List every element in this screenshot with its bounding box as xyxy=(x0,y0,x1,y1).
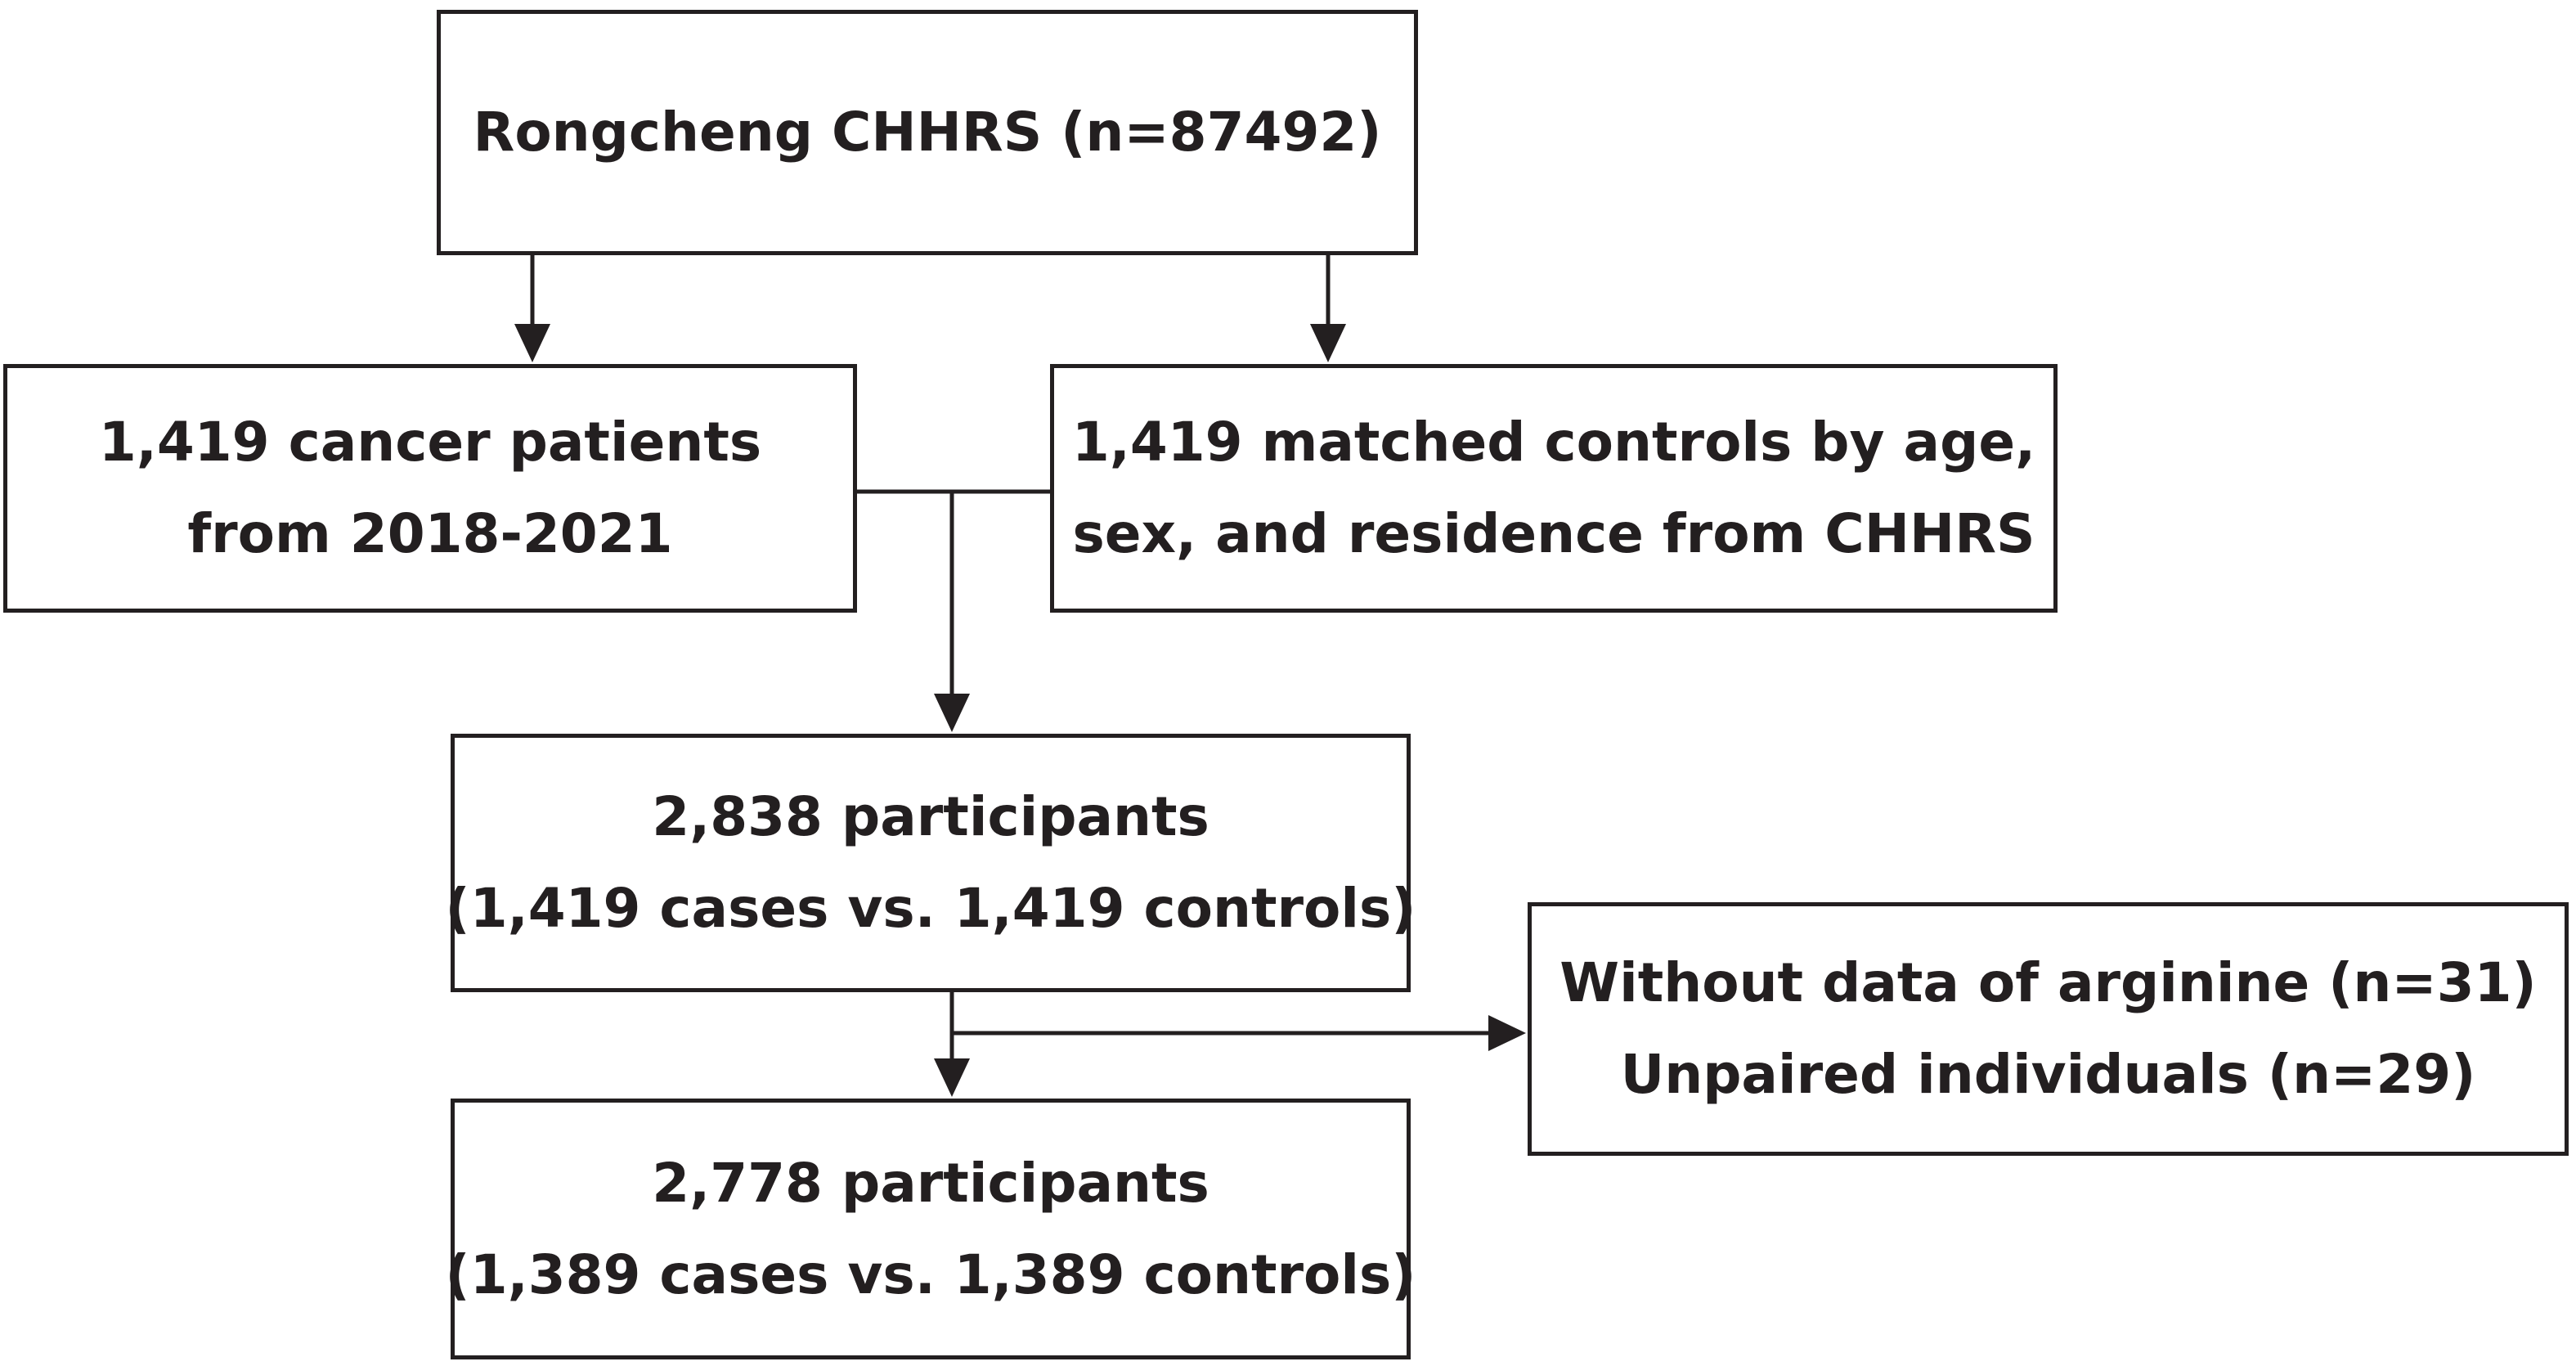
final-participants-line-1: 2,778 participants xyxy=(652,1151,1209,1215)
exclusion-box: Without data of arginine (n=31) Unpaired… xyxy=(1528,902,2569,1156)
combined-participants-line-2: (1,419 cases vs. 1,419 controls) xyxy=(445,877,1416,940)
arrowhead-cases xyxy=(514,324,550,362)
exclusion-line-2: Unpaired individuals (n=29) xyxy=(1620,1043,2476,1106)
final-participants-line-2: (1,389 cases vs. 1,389 controls) xyxy=(445,1242,1416,1306)
exclusion-line-1: Without data of arginine (n=31) xyxy=(1560,951,2537,1014)
matched-controls-line-2: sex, and residence from CHHRS xyxy=(1072,502,2035,565)
source-cohort-label: Rongcheng CHHRS (n=87492) xyxy=(473,101,1382,164)
arrowhead-controls xyxy=(1310,324,1346,362)
source-cohort-box: Rongcheng CHHRS (n=87492) xyxy=(437,10,1418,255)
cancer-cases-box: 1,419 cancer patients from 2018-2021 xyxy=(3,364,857,613)
arrowhead-excluded xyxy=(1488,1015,1526,1051)
combined-participants-box: 2,838 participants (1,419 cases vs. 1,41… xyxy=(446,734,1416,992)
cancer-cases-line-2: from 2018-2021 xyxy=(187,502,673,565)
arrowhead-final xyxy=(934,1058,970,1097)
matched-controls-box: 1,419 matched controls by age, sex, and … xyxy=(1050,364,2058,613)
matched-controls-line-1: 1,419 matched controls by age, xyxy=(1071,411,2036,474)
cancer-cases-line-1: 1,419 cancer patients xyxy=(98,411,762,474)
combined-participants-line-1: 2,838 participants xyxy=(652,785,1209,848)
arrowhead-combined xyxy=(934,694,970,732)
final-participants-box: 2,778 participants (1,389 cases vs. 1,38… xyxy=(446,1099,1416,1359)
